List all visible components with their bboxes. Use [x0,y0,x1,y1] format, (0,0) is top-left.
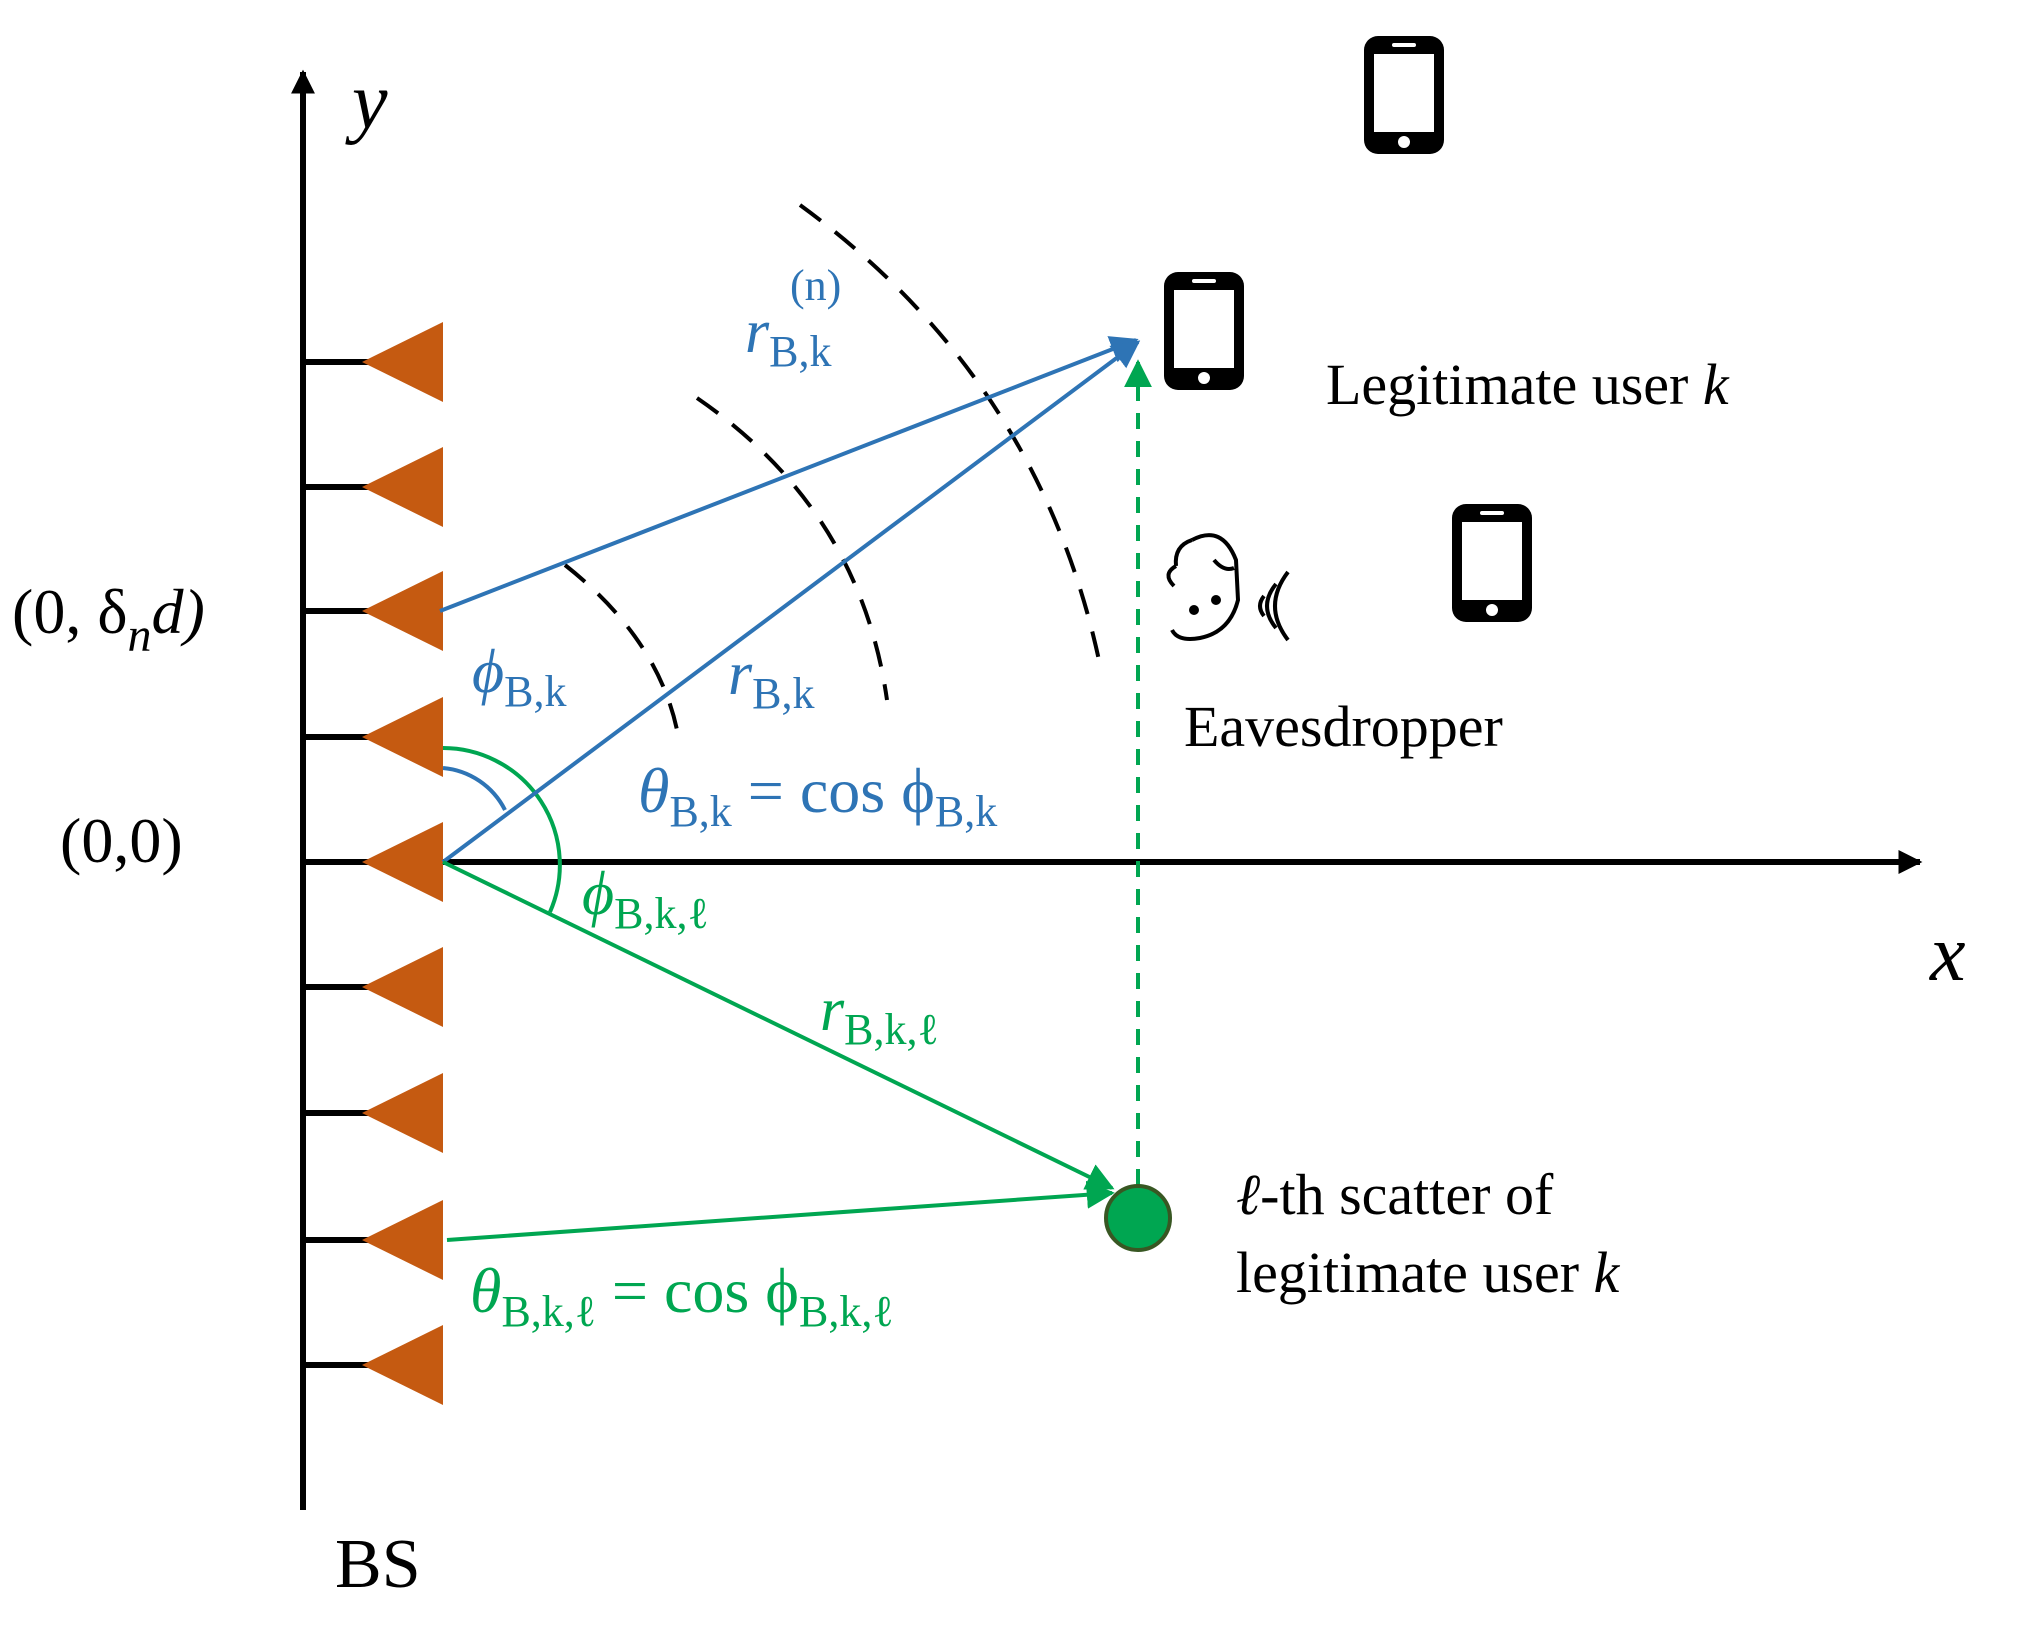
los-distance-label: rB,k [728,640,815,718]
origin-label: (0,0) [60,805,183,876]
wavefront-arc-2 [695,396,889,701]
phone-icon [1452,504,1532,622]
los-angle-label: ϕB,k [472,638,566,716]
antenna-element-icon [362,1200,443,1280]
antenna-element-icon [362,1325,443,1405]
antenna-element-icon [362,947,443,1027]
phone-icon [1364,36,1444,154]
wavefront-arc-3 [798,203,1102,666]
nlos-theta-equation: θB,k,ℓ = cos ϕB,k,ℓ [470,1255,893,1336]
scatterer-icon [1104,1184,1172,1252]
x-axis-label: x [1929,910,1966,998]
los-path-origin [441,340,1141,864]
scatter-label-line1: ℓ-th scatter of [1236,1162,1554,1227]
eavesdropper-icon [1166,533,1290,642]
antenna-element-icon [362,571,443,651]
los-angle-arc [442,766,507,811]
antenna-element-icon [362,697,443,777]
los-path-element-n [439,336,1139,613]
nlos-path-element [446,1180,1115,1242]
eavesdropper-label: Eavesdropper [1184,694,1503,759]
antenna-element-icon [362,447,443,527]
antenna-element-icon [362,822,443,902]
nlos-distance-label: rB,k,ℓ [820,976,939,1054]
los-distance-n-label: rB,k [745,298,832,376]
antenna-element-icon [362,322,443,402]
antenna-array [303,322,443,1405]
los-distance-n-superscript: (n) [790,261,841,310]
los-theta-equation: θB,k = cos ϕB,k [638,755,997,836]
antenna-element-icon [362,1073,443,1153]
legitimate-user-label: Legitimate user k [1326,352,1730,417]
y-axis-label: y [345,58,388,146]
bs-label: BS [335,1526,421,1603]
nlos-angle-label: ϕB,k,ℓ [582,860,709,938]
scatter-label-line2: legitimate user k [1236,1240,1621,1305]
nlos-path-origin [442,860,1115,1190]
element-coordinate-label: (0, δnd) [12,576,205,662]
wavefront-arc-1 [563,563,680,736]
nlos-angle-arc [442,746,562,913]
phone-icon [1164,272,1244,390]
wavefront-arcs [563,203,1102,736]
